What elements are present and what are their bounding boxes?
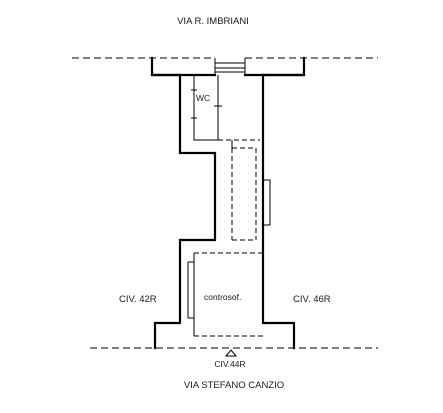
unit-label-left: CIV. 42R — [119, 294, 157, 305]
top-doorway — [214, 58, 246, 74]
corridor — [231, 147, 271, 241]
lower-room — [187, 252, 263, 337]
street-label-top: VIA R. IMBRIANI — [177, 16, 249, 27]
unit-label-right: CIV. 46R — [293, 294, 331, 305]
right-wall — [261, 56, 306, 350]
room-label-controsoffitto: controsof. — [204, 292, 241, 302]
street-label-bottom: VIA STEFANO CANZIO — [184, 380, 284, 391]
room-label-wc: WC — [196, 93, 210, 103]
wc-room — [191, 75, 260, 153]
unit-label-entrance: CIV.44R — [214, 359, 245, 369]
entrance-arrow-icon — [224, 349, 238, 357]
